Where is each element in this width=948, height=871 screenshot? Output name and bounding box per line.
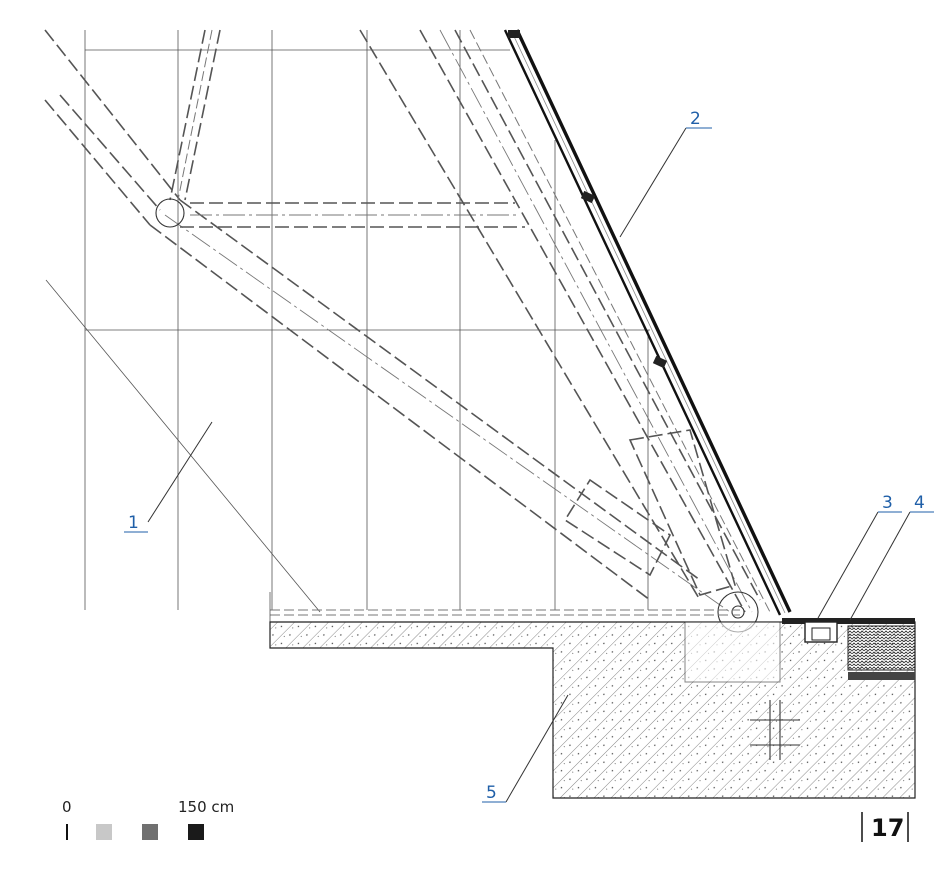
callout-4: 4 <box>849 493 934 621</box>
scale-swatch-3 <box>142 824 158 840</box>
scale-swatch-4 <box>188 824 204 840</box>
page-number-text: 17 <box>871 814 904 842</box>
scale-bar: 0 150 cm <box>62 798 234 840</box>
glazing-facade <box>503 29 792 616</box>
scale-start-label: 0 <box>62 798 72 816</box>
callout-5: 5 <box>482 694 569 803</box>
callout-4-label: 4 <box>914 493 925 513</box>
callout-2-label: 2 <box>690 109 701 129</box>
callout-3-label: 3 <box>882 493 893 513</box>
callout-5-label: 5 <box>486 783 497 803</box>
callout-2: 2 <box>619 109 712 238</box>
callout-1-label: 1 <box>128 513 139 533</box>
scale-swatch-1 <box>66 824 68 840</box>
scale-swatch-2 <box>96 824 112 840</box>
scale-end-label: 150 cm <box>178 798 234 816</box>
concrete-slab <box>269 618 916 799</box>
callout-1: 1 <box>124 421 213 533</box>
hidden-structure <box>44 29 771 633</box>
callout-3: 3 <box>817 493 902 619</box>
page-number: 17 <box>861 812 909 842</box>
floor-lines <box>269 592 740 622</box>
